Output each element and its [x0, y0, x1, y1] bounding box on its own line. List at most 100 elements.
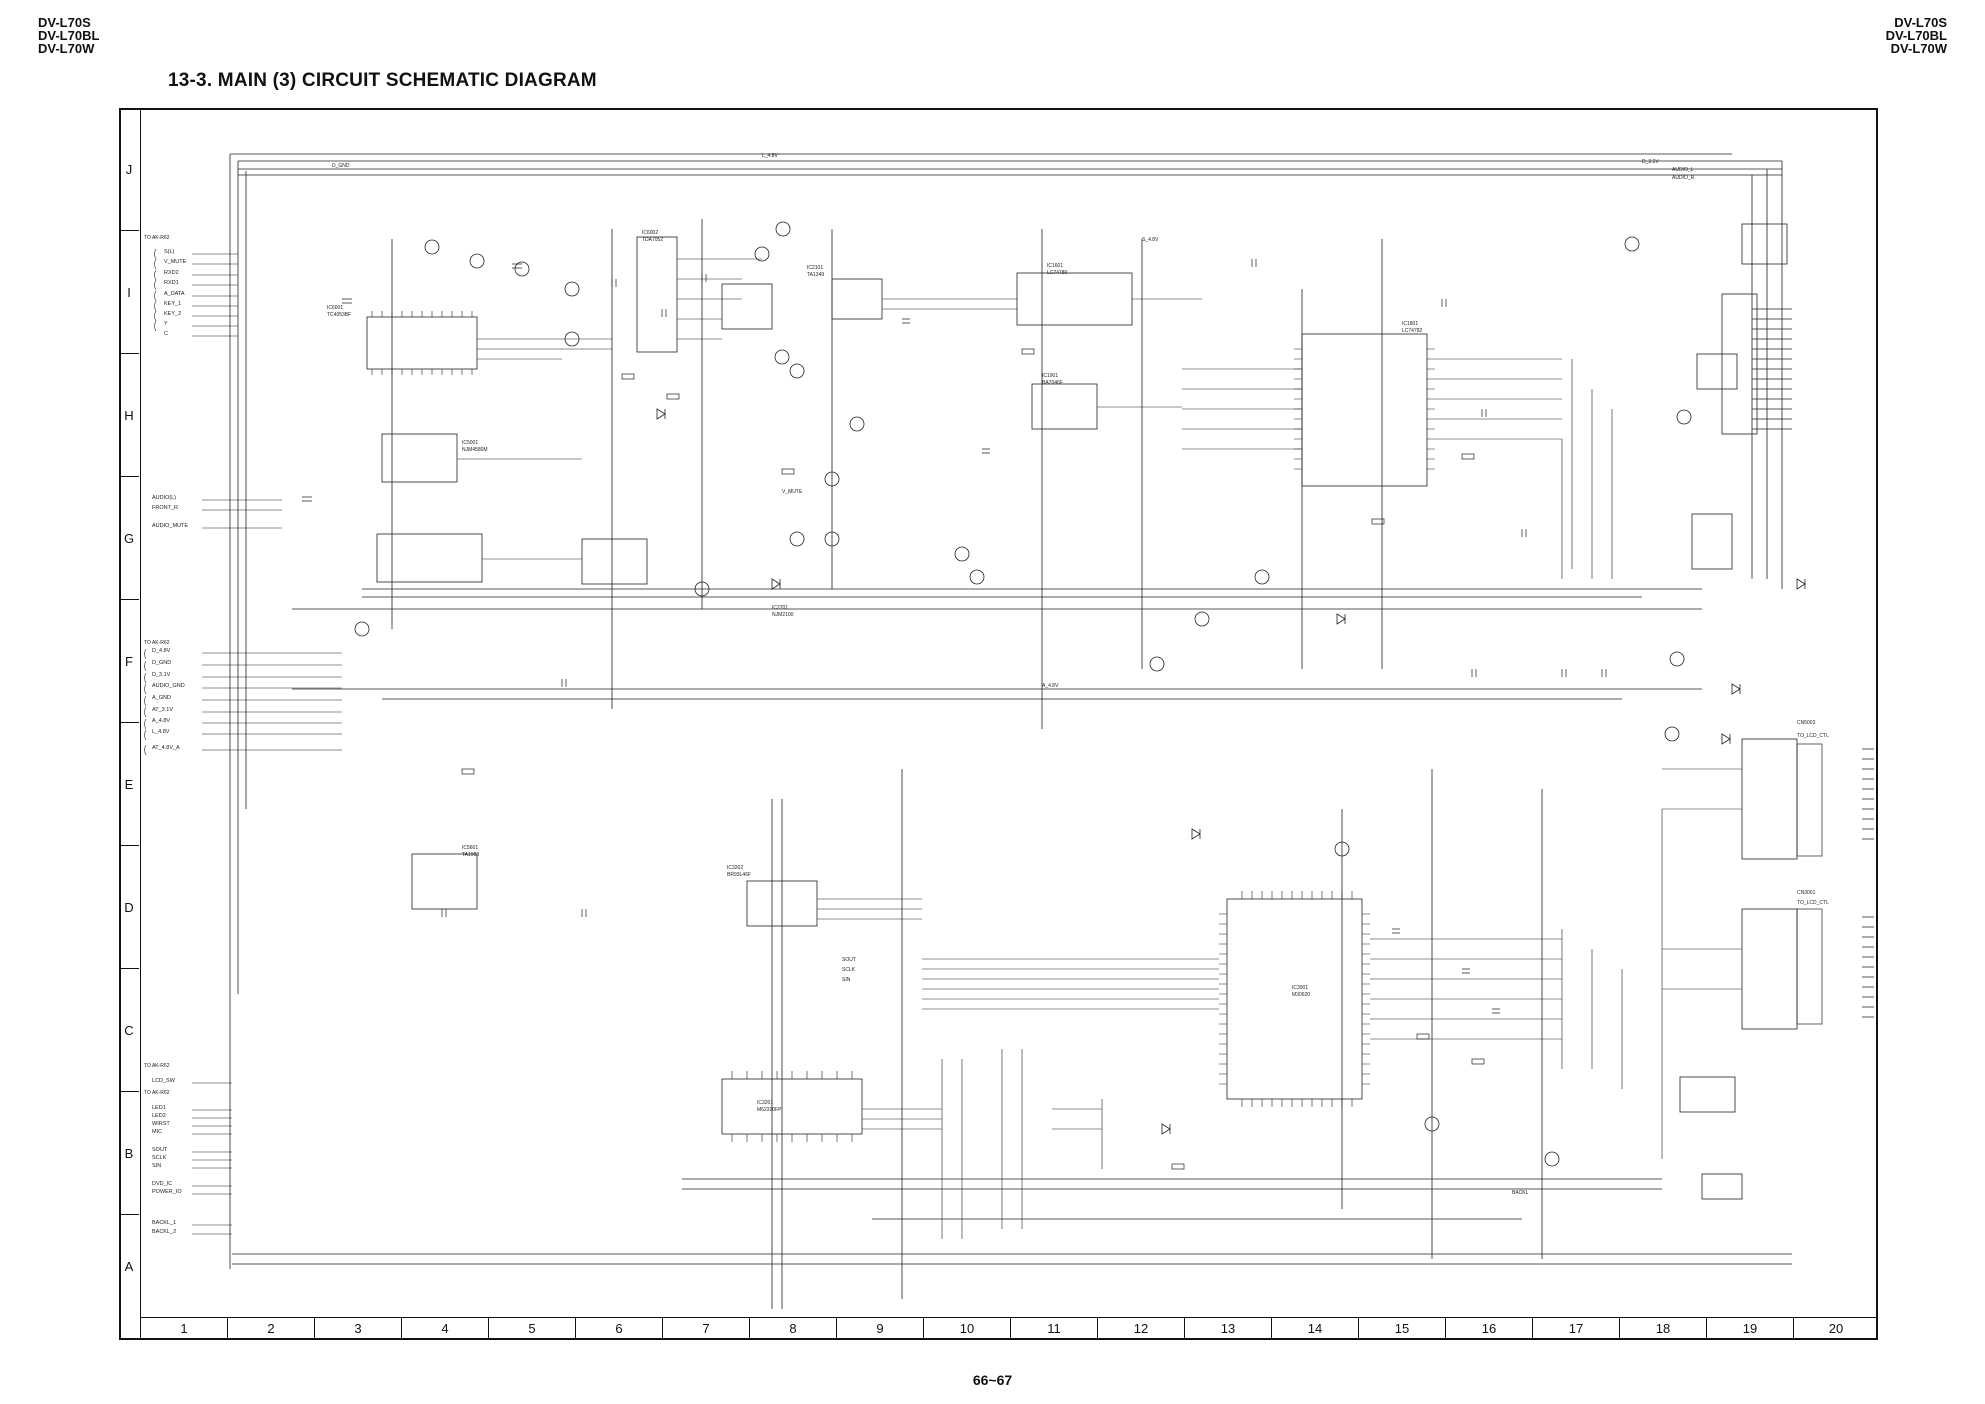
ic-part: BA7046F — [1042, 380, 1063, 386]
row-label: A — [124, 1258, 134, 1274]
ic-ref: IC1901 — [1042, 373, 1058, 379]
model-list-left: DV-L70S DV-L70BL DV-L70W — [38, 16, 99, 55]
page-title: 13-3. MAIN (3) CIRCUIT SCHEMATIC DIAGRAM — [168, 70, 597, 91]
column-label: 20 — [1828, 1321, 1844, 1336]
connector-ref: CN3001 — [1797, 890, 1816, 896]
connector-ref: CN5003 — [1797, 720, 1816, 726]
model-name: DV-L70W — [1890, 41, 1947, 56]
pin-label: BACKL_2 — [152, 1229, 176, 1235]
pin-label: D_4.8V — [152, 648, 171, 654]
row-label: F — [119, 600, 139, 723]
model-name: DV-L70BL — [1885, 28, 1947, 43]
net-labels: L_4.8V D_GND S_4.8V D_3.1V A_4.8V AUDIO_… — [332, 153, 1695, 1196]
net-label: L_4.8V — [762, 153, 779, 159]
ic-ref: IC2701 — [772, 605, 788, 611]
left-connector-labels-2: AUDIO(L) FRONT_R AUDIO_MUTE — [152, 495, 188, 529]
column-label: 5 — [489, 1318, 576, 1339]
pin-label: AT_3.1V — [152, 707, 173, 713]
pin-label: AUDIO(L) — [152, 495, 176, 501]
pin-label: AUDIO_GND — [152, 683, 185, 689]
signal-traces — [457, 258, 1742, 1239]
pin-label: RXD1 — [164, 280, 179, 286]
pin-label: BACKL_1 — [152, 1220, 176, 1226]
pin-label: SOUT — [152, 1147, 168, 1153]
left-connector-labels-1: S(L) V_MUTE RXD2 RXD1 A_DATA KEY_1 KEY_2… — [164, 249, 187, 337]
pin-label: V_MUTE — [164, 259, 187, 265]
pin-label: Y — [164, 321, 168, 327]
model-name: DV-L70BL — [38, 28, 100, 43]
ic-ref: IC1601 — [1047, 263, 1063, 269]
pin-label: A_DATA — [164, 291, 185, 297]
to-label: TO AK-R62 — [144, 1090, 170, 1096]
pin-label: AT_4.8V_A — [152, 745, 180, 751]
passive-components — [302, 259, 1607, 1170]
pin-label: S(L) — [164, 249, 175, 255]
pin-label: POWER_IO — [152, 1189, 182, 1195]
net-label: AUDIO_L — [1672, 167, 1694, 173]
net-label: A_4.8V — [1042, 683, 1059, 689]
column-label: 8 — [750, 1318, 837, 1339]
ic-ref: IC5601 — [462, 845, 478, 851]
row-label: E — [119, 723, 139, 846]
model-name: DV-L70S — [1894, 15, 1947, 30]
to-label: TO AK-R62 — [144, 235, 170, 241]
net-label: BACKL — [1512, 1190, 1529, 1196]
left-connector-group: TO AK-R62 TO AK-R62 TO AK-R62 TO AK-R62 — [144, 235, 170, 1096]
to-label: TO AK-R62 — [144, 1063, 170, 1069]
circuit-schematic: TO AK-R62 TO AK-R62 TO AK-R62 TO AK-R62 … — [144, 153, 1874, 1309]
row-index-strip: J I H G F E D C B A — [119, 108, 141, 1340]
transistor-symbols — [354, 221, 1692, 1167]
ic-part: TA1983 — [462, 852, 479, 858]
pin-label: A_4.8V — [152, 718, 170, 724]
row-label: J — [119, 108, 139, 231]
net-label: SOUT — [842, 957, 856, 963]
model-name: DV-L70W — [38, 41, 95, 56]
ic-part: LC74782 — [1402, 328, 1423, 334]
ic-symbol — [366, 223, 1798, 1200]
ic-part: NJM2100 — [772, 612, 794, 618]
ic-ref: IC3001 — [1292, 985, 1308, 991]
ic-part: M62320FP — [757, 1107, 782, 1113]
column-label: 13 — [1185, 1318, 1272, 1339]
row-label: I — [119, 231, 139, 354]
column-label: 2 — [228, 1318, 315, 1339]
net-label: AUDIO_R — [1672, 175, 1695, 181]
connector-labels: CN5003 TO_LCD_CTL CN3001 TO_LCD_CTL — [1797, 720, 1829, 906]
pin-label: MIC — [152, 1129, 162, 1135]
pin-label: RXD2 — [164, 270, 179, 276]
pin-label: D_3.1V — [152, 672, 171, 678]
connector-label: TO_LCD_CTL — [1797, 900, 1829, 906]
column-label: 9 — [837, 1318, 924, 1339]
pin-label: L_4.8V — [152, 729, 170, 735]
ic-ref: IC5001 — [462, 440, 478, 446]
ic-part: TDA7052 — [642, 237, 663, 243]
pin-label: KEY_2 — [164, 311, 181, 317]
column-label: 11 — [1011, 1318, 1098, 1339]
to-label: TO AK-R62 — [144, 640, 170, 646]
net-label: SIN — [842, 977, 851, 983]
pin-label: A_GND — [152, 695, 171, 701]
column-label: 12 — [1098, 1318, 1185, 1339]
row-label: G — [119, 477, 139, 600]
row-label: C — [119, 969, 139, 1092]
net-label: D_GND — [332, 163, 350, 169]
ic-ref: IC6002 — [642, 230, 658, 236]
ic-ref: IC3202 — [727, 865, 743, 871]
column-label: 15 — [1359, 1318, 1446, 1339]
ic-part: TC4053BF — [327, 312, 351, 318]
pin-label: LED2 — [152, 1113, 166, 1119]
ic-pins — [371, 311, 1435, 1142]
net-label: SCLK — [842, 967, 856, 973]
model-name: DV-L70S — [38, 15, 91, 30]
column-label: 6 — [576, 1318, 663, 1339]
pin-label: LCD_SW — [152, 1078, 176, 1084]
column-label: 18 — [1620, 1318, 1707, 1339]
model-list-right: DV-L70S DV-L70BL DV-L70W — [1886, 16, 1947, 55]
pin-label: SCLK — [152, 1155, 167, 1161]
pin-label: AUDIO_MUTE — [152, 523, 188, 529]
connector-label: TO_LCD_CTL — [1797, 733, 1829, 739]
column-label: 14 — [1272, 1318, 1359, 1339]
wire-group — [229, 153, 1792, 1309]
pin-label: D_GND — [152, 660, 171, 666]
row-label: D — [119, 846, 139, 969]
